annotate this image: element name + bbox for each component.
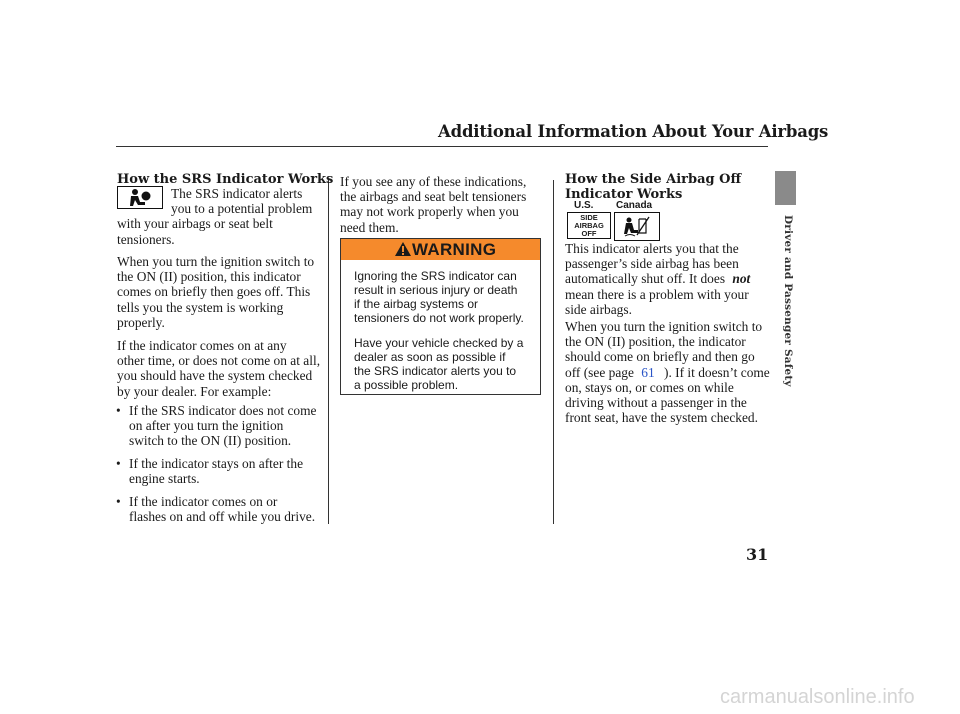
canada-side-airbag-off-indicator — [614, 212, 660, 241]
warning-label: WARNING — [412, 240, 497, 259]
us-label: U.S. — [574, 200, 594, 211]
side-airbag-paragraph-1: This indicator alerts you that the passe… — [565, 241, 751, 317]
us-side-airbag-off-indicator: SIDE AIRBAG OFF — [567, 212, 611, 239]
side-airbag-off-symbol-icon — [624, 216, 650, 237]
column-divider-1 — [328, 180, 329, 524]
header-rule — [116, 146, 768, 147]
warning-box: WARNING Ignoring the SRS indicator can r… — [340, 238, 541, 395]
warning-triangle-icon — [395, 242, 411, 256]
watermark: carmanualsonline.info — [720, 686, 915, 708]
list-item: If the indicator stays on after the engi… — [116, 456, 328, 486]
warning-header: WARNING — [341, 239, 540, 260]
warning-text-2: Have your vehicle checked by a dealer as… — [354, 336, 524, 392]
canada-label: Canada — [616, 200, 653, 211]
side-airbag-paragraph-2: When you turn the ignition switch to the… — [565, 319, 770, 426]
srs-paragraph-2: When you turn the ignition switch to the… — [117, 254, 315, 330]
page-number: 31 — [746, 545, 769, 564]
list-item: If the SRS indicator does not come on af… — [116, 403, 328, 449]
side-tab-marker — [775, 171, 796, 205]
page-61-link[interactable]: 61 — [641, 364, 655, 380]
srs-airbag-person-icon — [130, 189, 151, 206]
column-divider-2 — [553, 180, 554, 524]
section-heading-side-airbag-off: How the Side Airbag Off Indicator Works — [565, 172, 742, 202]
middle-intro-paragraph: If you see any of these indications, the… — [340, 174, 527, 235]
warning-text-1: Ignoring the SRS indicator can result in… — [354, 269, 524, 325]
list-item: If the indicator comes on or flashes on … — [116, 494, 328, 524]
srs-indicator-box — [117, 186, 163, 209]
section-heading-srs-indicator: How the SRS Indicator Works — [117, 172, 334, 187]
srs-paragraph-1: The SRS indicator alerts you to a potent… — [117, 186, 313, 247]
emphasis-not: not — [732, 271, 751, 287]
page-title: Additional Information About Your Airbag… — [438, 122, 829, 141]
srs-paragraph-3: If the indicator comes on at any other t… — [117, 338, 321, 399]
side-tab-label: Driver and Passenger Safety — [782, 215, 794, 387]
